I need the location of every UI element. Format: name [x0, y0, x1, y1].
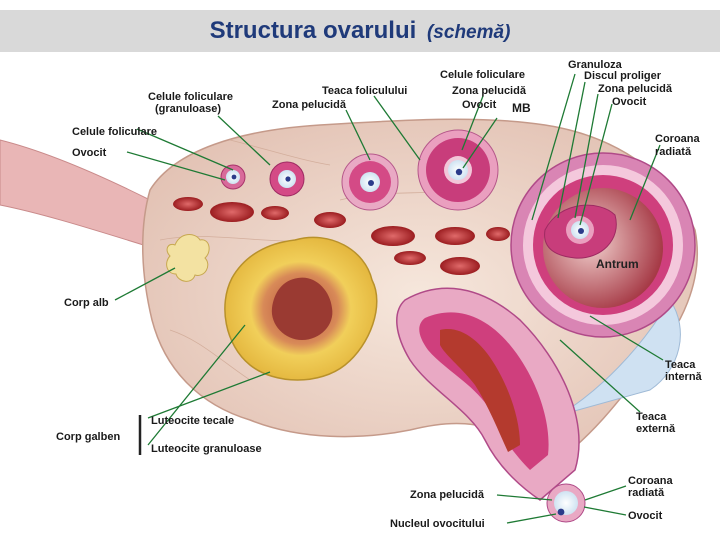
label-zona-pelucida-bottom: Zona pelucidă — [410, 489, 485, 501]
label-radiata-bottom: radiată — [628, 487, 665, 499]
label-coroana-bottom: Coroana — [628, 475, 674, 487]
label-teaca-interna-2: internă — [665, 371, 703, 383]
page-title: Structura ovarului (schemă) — [0, 10, 720, 52]
label-teaca-externa-1: Teaca — [636, 411, 667, 423]
label-celule-foliculare-left: Celule foliculare — [72, 126, 157, 138]
label-mb: MB — [512, 101, 531, 115]
leader-lines — [114, 73, 664, 524]
primordial-follicle — [220, 164, 246, 190]
label-zona-pelucida-top: Zona pelucidă — [272, 99, 347, 111]
label-granuloase: (granuloase) — [155, 103, 221, 115]
primary-follicle — [269, 161, 305, 197]
label-radiata: radiată — [655, 146, 692, 158]
label-luteocite-granuloase: Luteocite granuloase — [151, 443, 262, 455]
labels: Celule foliculare (granuloase) Teaca fol… — [56, 59, 703, 530]
label-discul-proliger: Discul proliger — [584, 70, 662, 82]
label-zona-pelucida-right: Zona pelucidă — [598, 83, 673, 95]
label-antrum: Antrum — [596, 257, 639, 271]
label-zona-pelucida-top2: Zona pelucidă — [452, 85, 527, 97]
label-teaca-externa-2: externă — [636, 423, 676, 435]
corpus-luteum — [224, 236, 378, 381]
label-corp-alb: Corp alb — [64, 297, 109, 309]
secondary-follicle — [341, 153, 399, 211]
label-coroana: Coroana — [655, 133, 701, 145]
title-bar — [0, 10, 720, 52]
title-subtitle: (schemă) — [426, 22, 511, 43]
label-celule-foliculare-granuloase: Celule foliculare — [148, 91, 233, 103]
label-teaca-interna-1: Teaca — [665, 359, 696, 371]
label-ovocit-left: Ovocit — [72, 147, 107, 159]
ovulating-follicle — [396, 287, 586, 523]
corpus-albicans — [166, 234, 210, 282]
label-granuloza: Granuloza — [568, 59, 623, 71]
ovary-diagram: Antrum Celule foliculare (granuloase) Te… — [0, 59, 703, 530]
label-celule-foliculare-top: Celule foliculare — [440, 69, 525, 81]
growing-follicle — [417, 129, 499, 211]
label-teaca-foliculului: Teaca foliculului — [322, 85, 407, 97]
blood-vessels — [173, 197, 510, 275]
label-ovocit-top: Ovocit — [462, 99, 497, 111]
antral-follicle — [510, 152, 696, 338]
label-corp-galben: Corp galben — [56, 431, 120, 443]
label-nucleul-ovocitului: Nucleul ovocitului — [390, 518, 485, 530]
label-luteocite-tecale: Luteocite tecale — [151, 415, 234, 427]
label-ovocit-bottom: Ovocit — [628, 510, 663, 522]
title-main: Structura ovarului — [209, 17, 417, 44]
label-ovocit-right: Ovocit — [612, 96, 647, 108]
